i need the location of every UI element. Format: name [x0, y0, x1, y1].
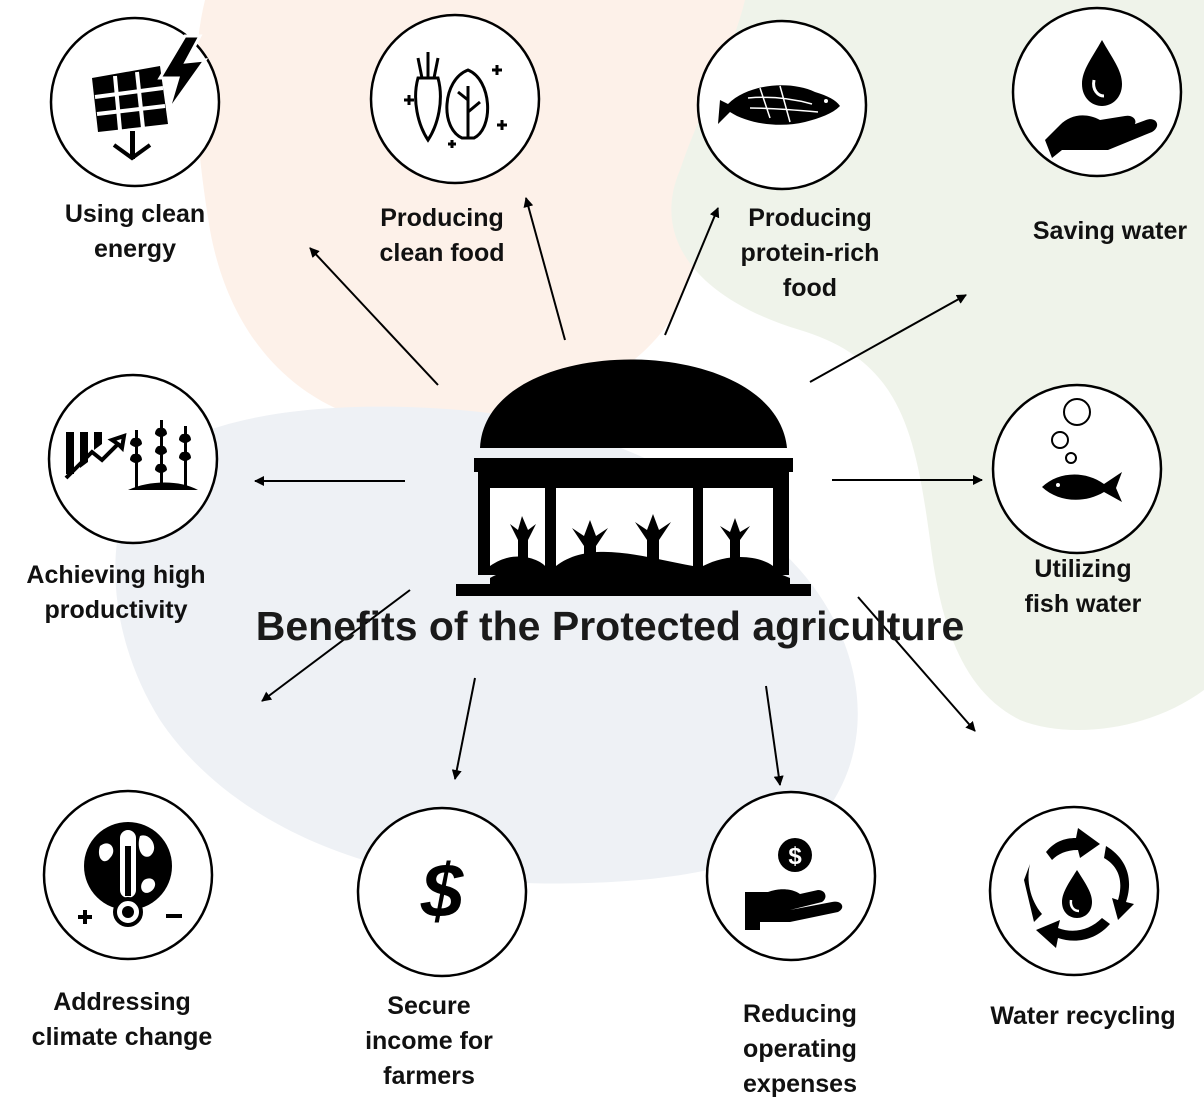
- label-protein-food: Producing protein-rich food: [740, 204, 880, 302]
- circle-operating-expenses: [705, 790, 877, 962]
- vegetables-icon: [404, 52, 507, 148]
- arrow-secure-income: [451, 677, 476, 780]
- label-fish-water: Utilizing fish water: [1024, 555, 1142, 618]
- circle-fish-water: [991, 383, 1163, 555]
- recycle-water-icon: [1024, 828, 1134, 948]
- arrow-saving-water: [809, 294, 967, 383]
- label-operating-expenses: Reducing operating expenses: [743, 1000, 857, 1098]
- arrow-clean-energy: [309, 247, 439, 386]
- label-climate-change: Addressing climate change: [31, 988, 213, 1051]
- coin-hand-icon: $: [745, 838, 843, 930]
- label-high-productivity: Achieving high productivity: [26, 561, 206, 624]
- label-saving-water: Saving water: [1032, 217, 1188, 245]
- circle-secure-income: [356, 806, 528, 978]
- arrow-climate-change: [261, 589, 411, 702]
- crop-growth-icon: [64, 420, 198, 490]
- peach-blob: [195, 0, 770, 430]
- label-clean-energy: Using clean energy: [64, 200, 206, 263]
- svg-text:$: $: [788, 843, 802, 870]
- water-hand-icon: [1045, 40, 1158, 158]
- greenhouse-icon: [456, 359, 811, 596]
- dollar-icon: $: [420, 849, 464, 934]
- fish-bubbles-icon: [1042, 398, 1122, 502]
- arrow-operating-expenses: [765, 685, 784, 786]
- label-secure-income: Secure income for farmers: [365, 992, 493, 1090]
- arrow-water-recycling: [857, 596, 976, 732]
- arrow-clean-food: [523, 197, 566, 341]
- diagram-title: Benefits of the Protected agriculture: [255, 603, 965, 649]
- arrows: [254, 197, 983, 786]
- label-water-recycling: Water recycling: [990, 1002, 1176, 1030]
- fish-icon: [718, 85, 840, 125]
- circle-clean-food: [369, 13, 541, 185]
- solar-panel-icon: [92, 34, 209, 161]
- globe-thermometer-icon: [78, 822, 182, 927]
- arrow-protein-food: [664, 207, 720, 336]
- label-clean-food: Producing clean food: [379, 204, 505, 267]
